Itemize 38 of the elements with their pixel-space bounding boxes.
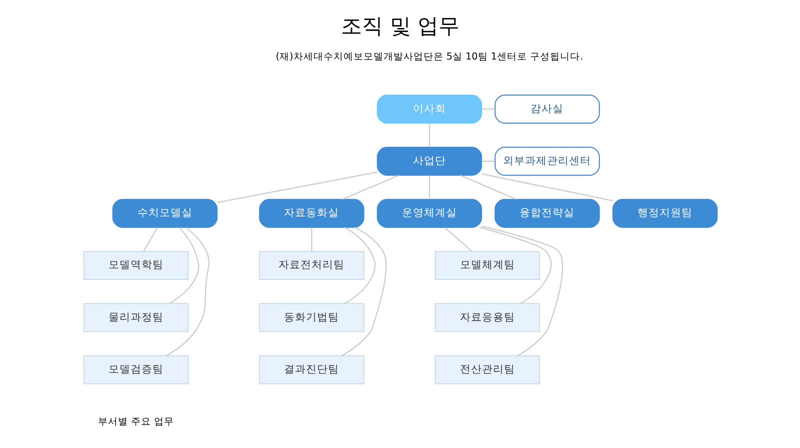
node-box: 외부과제관리센터 bbox=[494, 146, 600, 176]
connector bbox=[344, 226, 376, 304]
connector bbox=[168, 227, 199, 304]
node-box: 수치모델실 bbox=[112, 198, 218, 228]
node-box: 행정지원팀 bbox=[612, 198, 718, 228]
connector bbox=[428, 123, 430, 147]
node-box: 자료동화실 bbox=[258, 198, 364, 228]
connector bbox=[216, 172, 377, 204]
connector bbox=[165, 227, 210, 356]
node-box: 감사실 bbox=[494, 94, 600, 124]
node-box: 모델검증팀 bbox=[82, 355, 188, 384]
node-box: 동화기법팀 bbox=[258, 303, 364, 332]
connector bbox=[444, 227, 472, 252]
node-box: 결과진단팀 bbox=[258, 355, 364, 384]
connector bbox=[428, 175, 430, 200]
node-box: 모델체계팀 bbox=[434, 251, 540, 280]
connector bbox=[142, 227, 158, 252]
node-box: 자료응용팀 bbox=[434, 303, 540, 332]
diagram-title: 조직 및 업무 bbox=[340, 14, 460, 39]
node-box: 모델역학팀 bbox=[82, 251, 188, 280]
connector bbox=[310, 228, 312, 252]
node-box: 자료전처리팀 bbox=[258, 251, 364, 280]
label: 부서별 주요 업무 bbox=[97, 416, 174, 428]
node-box: 물리과정팀 bbox=[82, 303, 188, 332]
node-box: 사업단 bbox=[376, 146, 482, 176]
connector bbox=[481, 160, 494, 162]
connector bbox=[459, 174, 516, 200]
node-box: 융합전략실 bbox=[494, 198, 600, 228]
connector bbox=[341, 226, 386, 356]
node-box: 운영체계실 bbox=[376, 198, 482, 228]
connector bbox=[342, 174, 399, 200]
connector bbox=[481, 173, 612, 202]
connector bbox=[481, 226, 562, 356]
label: (재)차세대수치예보모델개발사업단은 5실 10팀 1센터로 구성됩니다. bbox=[275, 51, 583, 62]
connector bbox=[479, 226, 552, 304]
node-box: 전산관리팀 bbox=[434, 355, 540, 384]
node-box: 이사회 bbox=[376, 94, 482, 124]
connector bbox=[481, 108, 494, 110]
